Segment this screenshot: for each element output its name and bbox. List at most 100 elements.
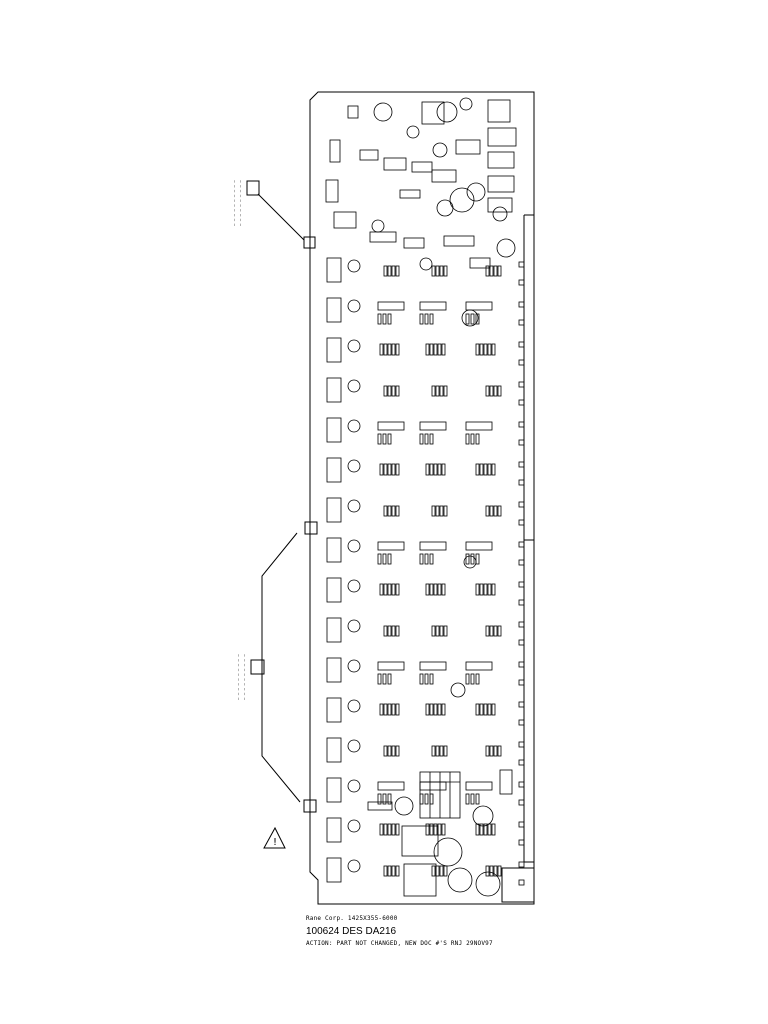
resistor xyxy=(383,823,388,836)
resistor xyxy=(379,583,384,596)
resistor xyxy=(379,823,384,836)
resistor xyxy=(491,823,496,836)
edge-finger xyxy=(518,599,525,606)
resistor xyxy=(387,673,392,685)
resistor xyxy=(429,823,434,836)
resistor xyxy=(387,343,392,356)
resistor xyxy=(435,505,440,517)
resistor xyxy=(424,433,429,445)
channel-connector-pad xyxy=(326,497,342,523)
resistor xyxy=(439,625,444,637)
edge-finger xyxy=(518,701,525,708)
resistor xyxy=(391,583,396,596)
ic-package xyxy=(419,301,447,311)
capacitor xyxy=(371,219,385,233)
ic-package xyxy=(465,301,493,311)
resistor xyxy=(382,553,387,565)
edge-finger xyxy=(518,639,525,646)
component xyxy=(383,157,407,171)
resistor xyxy=(493,745,498,757)
component xyxy=(487,99,511,123)
resistor xyxy=(382,313,387,325)
capacitor xyxy=(463,555,477,569)
resistor xyxy=(443,625,448,637)
edge-finger xyxy=(518,461,525,468)
resistor xyxy=(383,265,388,277)
resistor xyxy=(431,265,436,277)
mounting-square-top xyxy=(303,236,316,249)
trimmer-pot xyxy=(347,659,361,673)
edge-finger xyxy=(518,661,525,668)
resistor xyxy=(435,625,440,637)
caption-action-note: ACTION: PART NOT CHANGED, NEW DOC #'S RN… xyxy=(306,940,493,947)
callout-box-top xyxy=(246,180,260,196)
channel-connector-pad xyxy=(326,417,342,443)
resistor xyxy=(383,505,388,517)
resistor xyxy=(387,553,392,565)
trimmer-pot xyxy=(347,539,361,553)
capacitor xyxy=(461,309,479,327)
edge-finger xyxy=(518,319,525,326)
capacitor xyxy=(373,102,393,122)
resistor xyxy=(377,433,382,445)
resistor xyxy=(470,433,475,445)
resistor xyxy=(441,343,446,356)
resistor xyxy=(425,583,430,596)
resistor xyxy=(437,343,442,356)
resistor xyxy=(493,505,498,517)
channel-connector-pad xyxy=(326,857,342,883)
resistor xyxy=(470,553,475,565)
edge-finger xyxy=(518,861,525,868)
resistor xyxy=(470,793,475,805)
ic-package xyxy=(419,781,447,791)
resistor xyxy=(479,343,484,356)
resistor xyxy=(493,265,498,277)
resistor xyxy=(395,865,400,877)
component xyxy=(487,175,515,193)
caption-part-number: 100624 DES DA216 xyxy=(306,926,397,937)
svg-text:— — — — — — — — — —: — — — — — — — — — — xyxy=(236,654,241,700)
resistor xyxy=(439,745,444,757)
resistor xyxy=(382,433,387,445)
resistor xyxy=(470,673,475,685)
resistor xyxy=(429,463,434,476)
resistor xyxy=(383,343,388,356)
resistor xyxy=(429,673,434,685)
component xyxy=(469,257,491,269)
resistor xyxy=(395,385,400,397)
resistor xyxy=(391,823,396,836)
component xyxy=(367,801,393,811)
resistor xyxy=(483,583,488,596)
component xyxy=(431,169,457,183)
resistor xyxy=(419,673,424,685)
svg-text:— — — — — — — — — —: — — — — — — — — — — xyxy=(242,654,247,700)
resistor xyxy=(433,703,438,716)
ic-package xyxy=(419,541,447,551)
edge-finger xyxy=(518,261,525,268)
resistor xyxy=(431,625,436,637)
resistor xyxy=(425,343,430,356)
resistor xyxy=(383,745,388,757)
resistor xyxy=(475,553,480,565)
resistor xyxy=(435,865,440,877)
resistor xyxy=(387,583,392,596)
resistor xyxy=(424,553,429,565)
resistor xyxy=(475,433,480,445)
resistor xyxy=(497,745,502,757)
resistor xyxy=(443,505,448,517)
regulator-outline xyxy=(403,863,437,897)
edge-finger xyxy=(518,839,525,846)
resistor xyxy=(383,463,388,476)
edge-finger xyxy=(518,501,525,508)
resistor xyxy=(395,745,400,757)
resistor xyxy=(479,823,484,836)
resistor xyxy=(491,703,496,716)
ic-package xyxy=(377,661,405,671)
resistor xyxy=(425,463,430,476)
capacitor xyxy=(432,142,448,158)
capacitor xyxy=(436,199,454,217)
component xyxy=(329,139,341,163)
resistor xyxy=(419,793,424,805)
ic-package xyxy=(377,421,405,431)
component-layout xyxy=(325,97,525,897)
